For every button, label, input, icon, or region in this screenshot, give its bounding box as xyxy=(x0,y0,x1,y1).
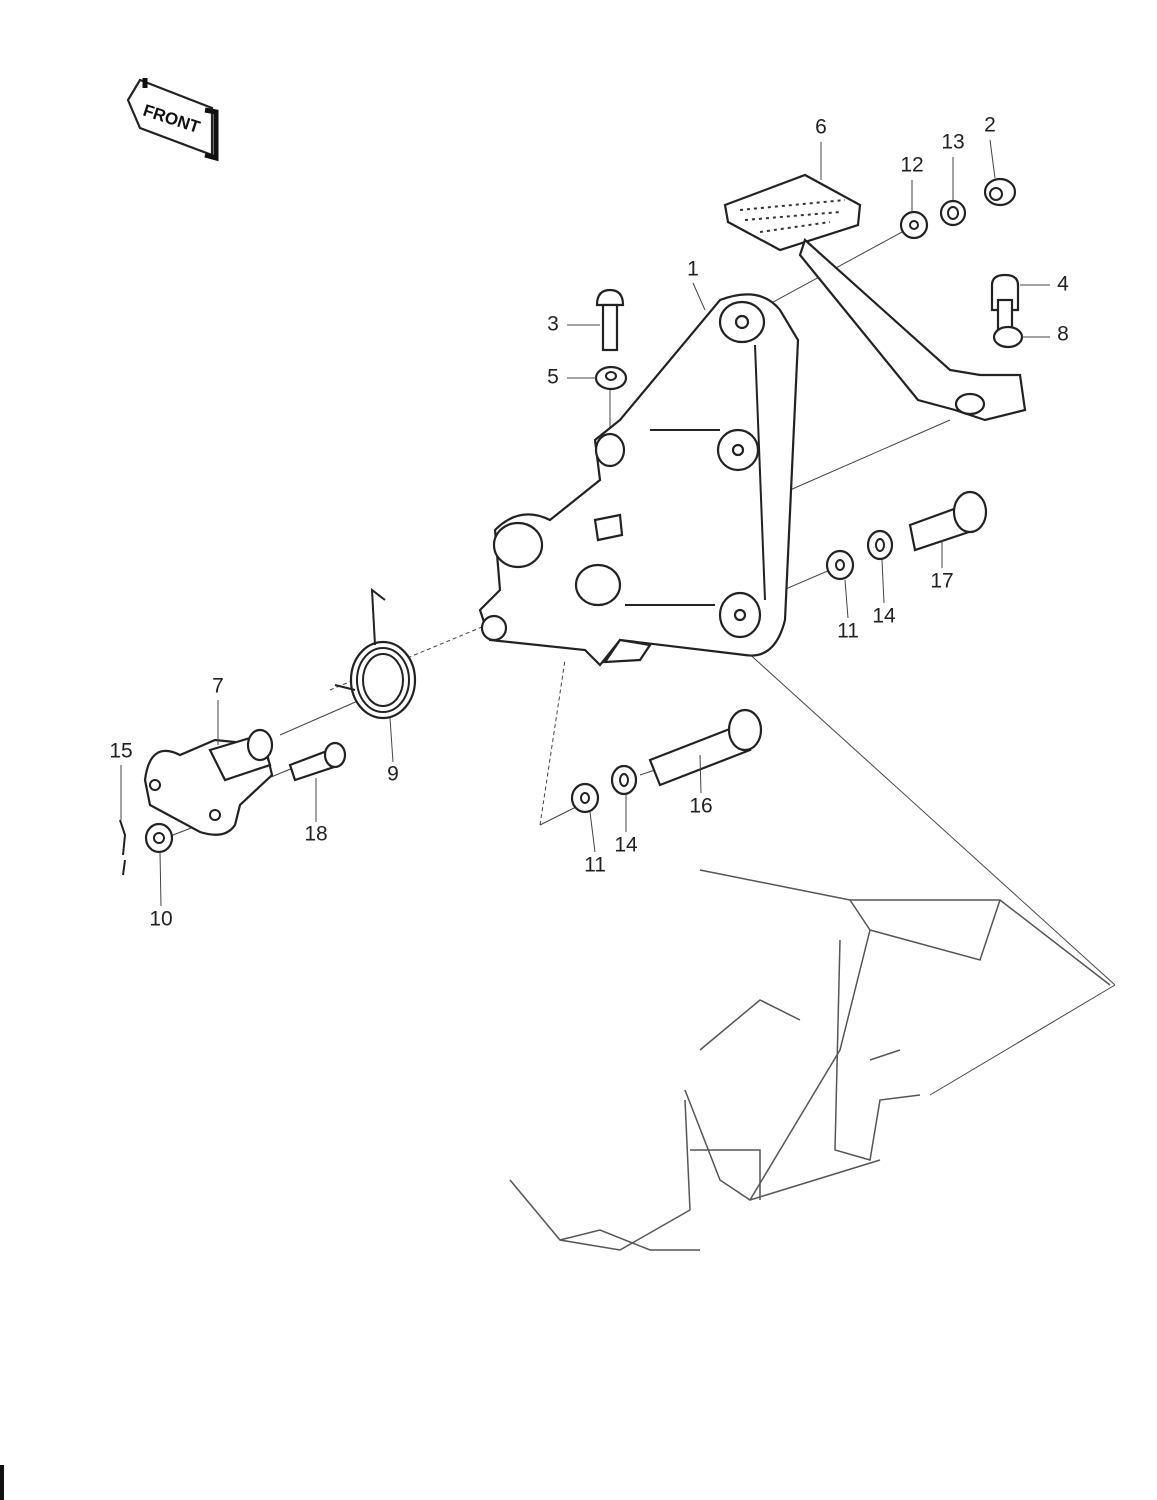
callout-3: 3 xyxy=(547,313,559,336)
part-11-washer-lower xyxy=(570,782,600,814)
edge-mark xyxy=(0,1465,4,1500)
part-5-nut xyxy=(594,365,628,391)
callout-8: 8 xyxy=(1057,323,1069,346)
callout-2: 2 xyxy=(984,114,996,137)
callout-17: 17 xyxy=(930,570,953,593)
callout-11: 11 xyxy=(837,620,859,643)
front-direction-marker: FRONT xyxy=(126,78,219,162)
callout-1: 1 xyxy=(687,258,699,281)
part-13-collar xyxy=(939,199,967,227)
part-9-return-spring xyxy=(334,587,417,720)
callout-11-lower: 11 xyxy=(584,854,606,877)
part-17-bolt xyxy=(908,490,988,552)
callout-14: 14 xyxy=(872,605,896,628)
part-14-lock-washer-lower xyxy=(610,764,638,796)
callout-10: 10 xyxy=(149,908,172,931)
callout-9: 9 xyxy=(387,763,399,786)
callout-14-lower: 14 xyxy=(614,834,638,857)
part-12-washer xyxy=(899,210,929,240)
part-7-shaft-cover xyxy=(143,728,274,836)
cotter-pin xyxy=(119,819,127,876)
callout-4: 4 xyxy=(1057,273,1069,296)
part-10-washer xyxy=(144,822,174,854)
brake-bracket xyxy=(478,293,800,667)
part-18-pin xyxy=(288,741,347,782)
part-3-bolt xyxy=(595,288,625,352)
callout-5: 5 xyxy=(547,366,559,389)
callout-13: 13 xyxy=(941,131,964,154)
callout-6: 6 xyxy=(815,116,827,139)
brake-pedal xyxy=(723,173,1027,422)
callout-12: 12 xyxy=(900,154,923,177)
part-14-lock-washer xyxy=(866,529,894,561)
part-11-washer xyxy=(825,549,855,581)
callout-leaders xyxy=(120,139,1050,907)
callout-labels: 6 12 13 2 1 4 3 8 5 17 11 14 7 15 9 18 1… xyxy=(109,114,1069,931)
part-2-cap-nut xyxy=(983,177,1017,207)
callout-18: 18 xyxy=(304,823,327,846)
callout-16: 16 xyxy=(689,795,712,818)
callout-7: 7 xyxy=(212,675,224,698)
part-8-nut xyxy=(992,325,1024,349)
callout-15: 15 xyxy=(109,740,132,763)
frame-outline xyxy=(509,869,1111,1251)
part-16-bolt xyxy=(648,708,763,787)
